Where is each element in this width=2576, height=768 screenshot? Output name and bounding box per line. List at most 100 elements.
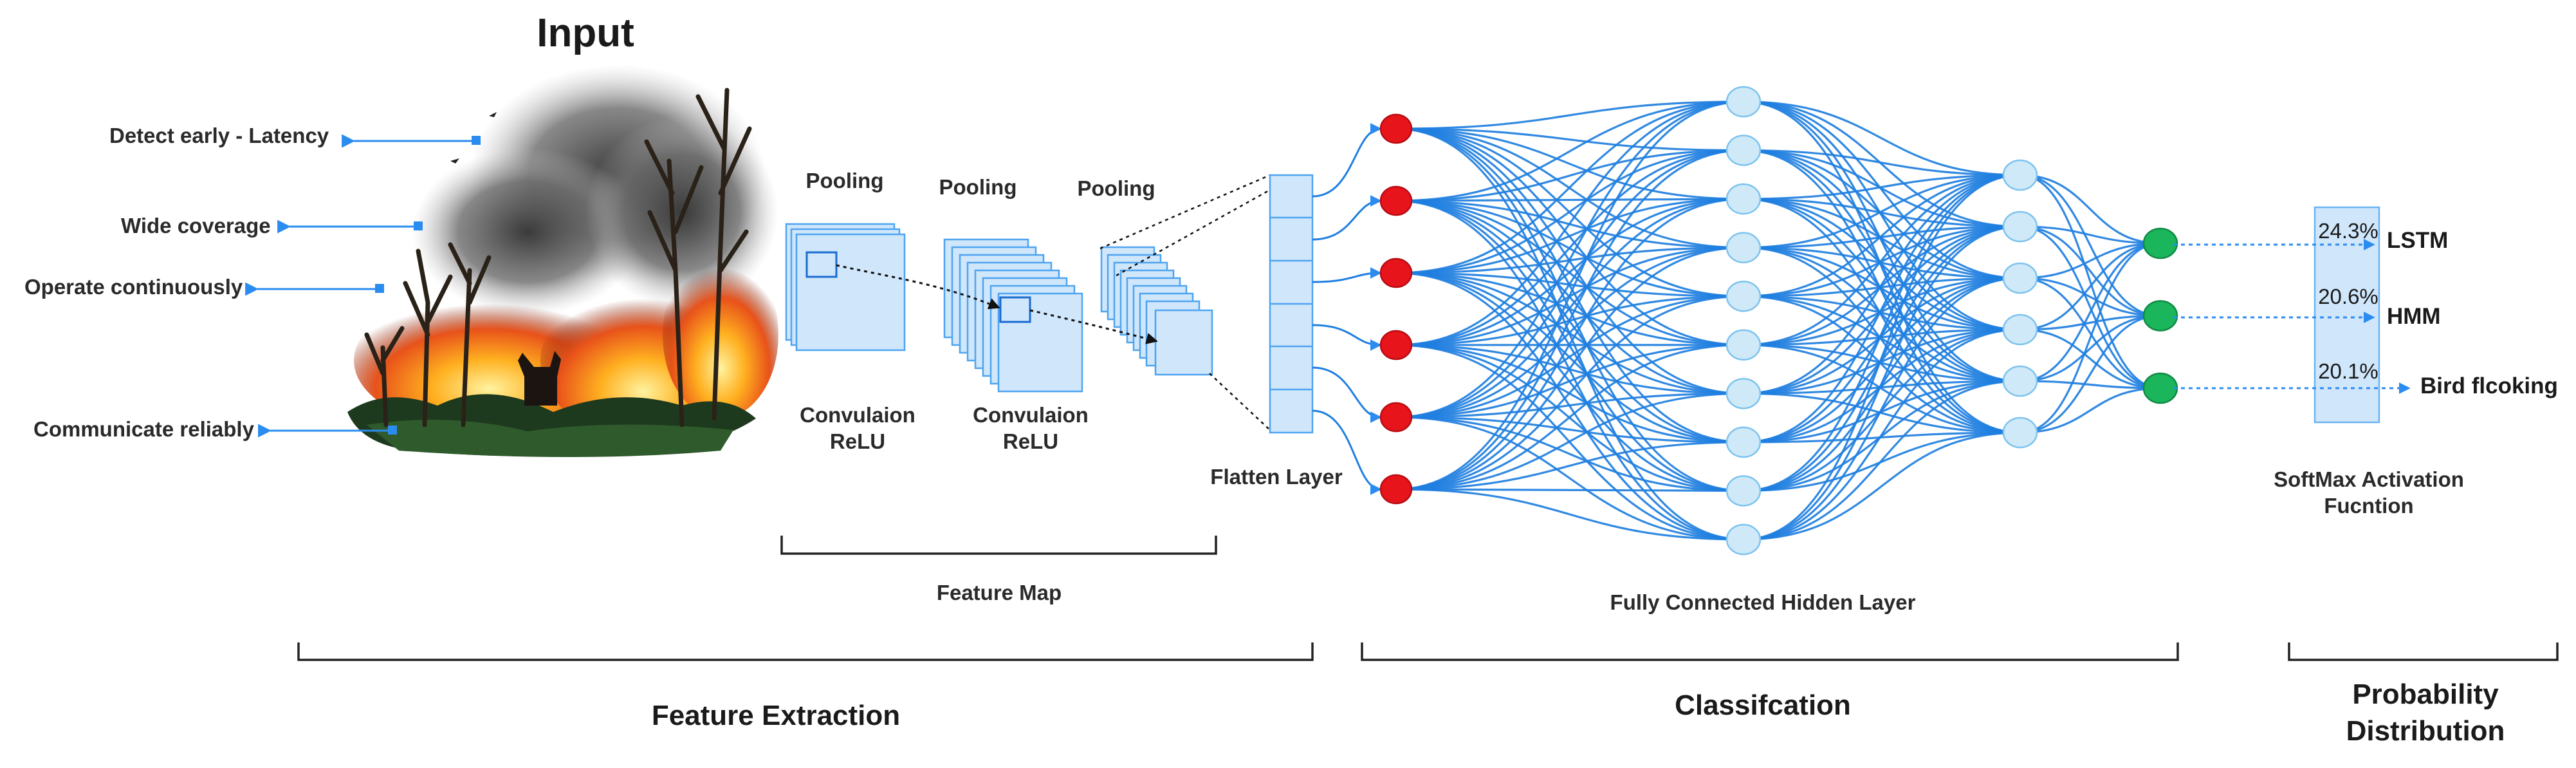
network-link: [2019, 314, 2161, 382]
network-link: [1743, 380, 2021, 541]
network-link: [1743, 344, 2021, 382]
flatten-link: [1312, 123, 1382, 198]
network-link: [1743, 174, 2021, 249]
network-link: [1743, 100, 2021, 176]
network-link: [1743, 247, 2021, 279]
network-link: [1743, 344, 2021, 434]
network-link: [1743, 295, 2021, 331]
input-node: [1379, 185, 1413, 216]
section-probability-distribution: Probability Distribution: [2288, 642, 2559, 747]
network-link: [1395, 247, 1744, 491]
network-link: [1743, 295, 2021, 434]
network-link: [1395, 488, 1744, 541]
network-link: [1743, 198, 2021, 279]
output-percent: 24.3%: [2318, 219, 2378, 243]
network-link: [1395, 127, 1744, 200]
network-link: [1395, 149, 1744, 418]
feature-label: Detect early - Latency: [109, 124, 329, 147]
network-link: [1395, 198, 1744, 202]
network-link: [1743, 247, 2021, 331]
network-link: [1743, 225, 2021, 249]
flatten-link: [1312, 409, 1382, 495]
network-link: [1395, 100, 1744, 274]
hidden-node: [2002, 159, 2038, 191]
feature-label: Operate continuously: [24, 275, 243, 299]
network-link: [2019, 277, 2161, 317]
network-link: [1395, 247, 1744, 418]
network-link: [1395, 100, 1744, 418]
output-label: Bird flcoking: [2420, 373, 2558, 398]
output-row-hmm: 20.6% HMM: [2173, 285, 2441, 329]
network-link: [1743, 225, 2021, 541]
network-link: [1395, 100, 1744, 202]
network-link: [1743, 174, 2021, 444]
conv-stack-2: [943, 238, 1083, 393]
feature-map-block: Pooling Pooling Pooling: [780, 169, 1343, 604]
flatten-to-input-links: [1312, 123, 1382, 495]
network-link: [1395, 149, 1744, 274]
network-link: [1743, 174, 2021, 541]
network-link: [1743, 174, 2021, 346]
section-label-line1: Probability: [2352, 679, 2499, 710]
output-row-bird-flocking: 20.1% Bird flcoking: [2173, 359, 2558, 398]
network-link: [2019, 242, 2161, 331]
network-link: [1395, 149, 1744, 202]
network-links: [1395, 100, 2161, 541]
network-link: [2019, 380, 2161, 389]
network-link: [1743, 149, 2021, 279]
network-link: [1395, 441, 1744, 491]
hidden-node: [2002, 314, 2038, 346]
output-node: [2142, 300, 2178, 332]
output-node: [2142, 227, 2178, 259]
network-link: [1395, 127, 1744, 152]
network-link: [1743, 100, 2021, 228]
network-link: [1743, 328, 2021, 346]
network-link: [2019, 242, 2161, 382]
network-link: [1743, 277, 2021, 297]
hidden-node: [1725, 86, 1762, 118]
feature-operate-continuously: Operate continuously: [24, 275, 384, 299]
input-node: [1379, 113, 1413, 144]
feature-wide-coverage: Wide coverage: [121, 214, 423, 238]
output-label: LSTM: [2387, 228, 2448, 253]
flatten-label: Flatten Layer: [1210, 465, 1343, 489]
hidden-node: [2002, 211, 2038, 243]
network-link: [1743, 277, 2021, 541]
input-title: Input: [537, 11, 634, 55]
network-link: [1395, 416, 1744, 541]
network-link: [2019, 225, 2161, 389]
network-link: [2019, 328, 2161, 389]
flatten-link: [1312, 366, 1382, 423]
input-node: [1379, 330, 1413, 361]
network-link: [1395, 416, 1744, 444]
input-node: [1379, 474, 1413, 505]
network-link: [2019, 314, 2161, 434]
network-link: [1395, 100, 1744, 130]
input-node: [1379, 258, 1413, 288]
network-link: [1743, 149, 2021, 176]
network-link: [2019, 277, 2161, 389]
network-link: [1395, 198, 1744, 346]
network-link: [2019, 225, 2161, 245]
section-classification: Classifcation: [1361, 642, 2179, 721]
input-feature-list: Detect early - Latency Wide coverage Ope…: [24, 124, 481, 441]
conv-label-2-line1: Convulaion: [973, 403, 1089, 427]
output-percent: 20.6%: [2318, 285, 2378, 308]
section-label-line2: Distribution: [2346, 715, 2505, 747]
network-link: [1395, 392, 1744, 418]
output-percent: 20.1%: [2318, 359, 2378, 383]
network-link: [1743, 392, 2021, 434]
feature-communicate-reliably: Communicate reliably: [33, 417, 397, 441]
network-link: [2019, 174, 2161, 389]
hidden-node: [1725, 523, 1762, 556]
hidden-node: [1725, 329, 1762, 361]
network-link: [1743, 149, 2021, 331]
network-nodes: [1379, 86, 2178, 556]
network-link: [1395, 416, 1744, 492]
softmax-label-line1: SoftMax Activation: [2274, 467, 2464, 491]
section-feature-extraction: Feature Extraction: [297, 642, 1314, 731]
hidden-node: [1725, 475, 1762, 507]
hidden-node: [1725, 183, 1762, 215]
hidden-node: [1725, 280, 1762, 312]
